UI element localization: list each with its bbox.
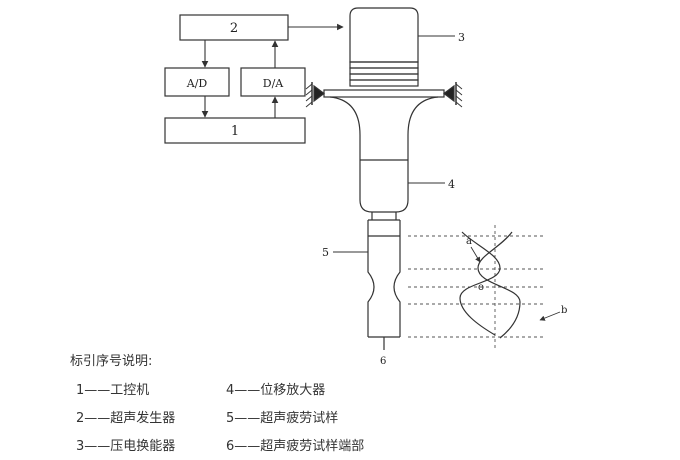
curve-label-o: o [478, 282, 484, 293]
transducer [349, 7, 419, 87]
legend-item: 5——超声疲劳试样 [226, 411, 339, 426]
computer-block-label: 1 [231, 124, 239, 139]
callout-3: 3 [458, 31, 465, 44]
mounting-flange [305, 82, 463, 108]
reference-lines [408, 225, 545, 350]
displacement-curve [459, 231, 501, 336]
legend-grid: 1——工控机 4——位移放大器 2——超声发生器 5——超声疲劳试样 3——压电… [70, 379, 490, 454]
legend-item: 4——位移放大器 [226, 383, 326, 398]
callout-5: 5 [322, 246, 329, 259]
legend-item: 1——工控机 [76, 383, 150, 398]
callout-4: 4 [448, 178, 455, 191]
amplifier-horn [329, 96, 439, 220]
curve-label-a: a [466, 236, 472, 247]
stress-curve [477, 231, 521, 339]
curve-annotations: a o b [466, 236, 567, 321]
generator-block: 2 [179, 14, 289, 41]
legend-item: 6——超声疲劳试样端部 [226, 439, 365, 454]
ad-block: A/D [164, 67, 230, 97]
curve-label-b: b [561, 305, 567, 316]
legend-item: 3——压电换能器 [76, 439, 176, 454]
da-block-label: D/A [263, 77, 285, 90]
callout-leaders [333, 35, 455, 253]
standing-wave-curves [459, 231, 521, 339]
fatigue-specimen [367, 219, 401, 338]
da-block: D/A [240, 67, 306, 97]
computer-block: 1 [164, 117, 306, 144]
callout-6: 6 [380, 356, 386, 367]
generator-block-label: 2 [230, 21, 238, 36]
signal-arrows [201, 23, 344, 118]
legend: 标引序号说明: 1——工控机 4——位移放大器 2——超声发生器 5——超声疲劳… [70, 350, 490, 454]
legend-title: 标引序号说明: [70, 354, 153, 369]
legend-item: 2——超声发生器 [76, 411, 176, 426]
ad-block-label: A/D [186, 77, 208, 90]
